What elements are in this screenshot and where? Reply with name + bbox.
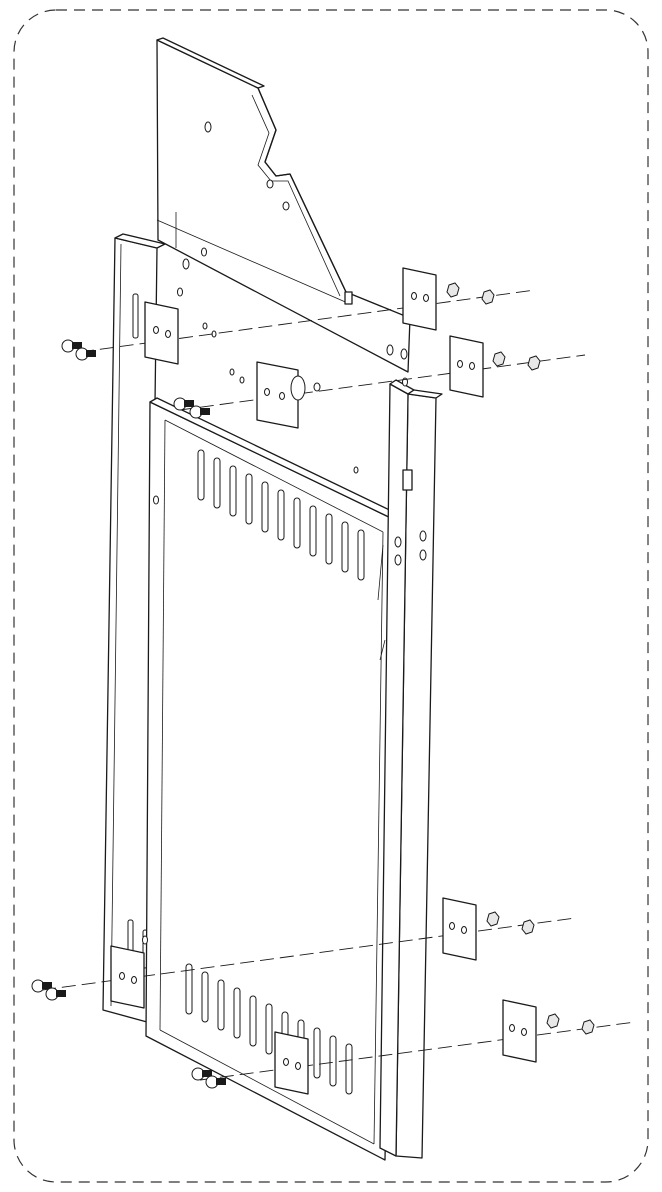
main-vented-panel — [142, 397, 403, 1161]
hex-nut — [521, 919, 535, 935]
hex-bolt — [31, 979, 52, 993]
mounting-plate — [502, 999, 537, 1063]
hex-bolt — [205, 1075, 226, 1089]
mounting-plate — [274, 1031, 309, 1095]
hex-bolt — [75, 347, 96, 361]
right-channel-rail — [379, 377, 443, 1159]
hex-nut — [446, 282, 460, 298]
mounting-plate — [402, 267, 437, 331]
hex-nut — [481, 289, 495, 305]
hex-bolt — [189, 405, 210, 419]
hex-bolt-group — [31, 339, 226, 1089]
mounting-plate-group — [110, 267, 537, 1095]
mounting-plate — [256, 361, 306, 429]
vent-slots-top — [197, 449, 365, 581]
hex-nut — [546, 1013, 560, 1029]
hex-nut — [527, 355, 541, 371]
hex-bolt — [45, 987, 66, 1001]
mounting-plate — [442, 897, 477, 961]
hex-nut — [492, 351, 506, 367]
mounting-plate — [449, 335, 484, 398]
mounting-plate — [110, 945, 145, 1009]
hex-nut-group — [446, 282, 595, 1035]
hex-nut — [581, 1019, 595, 1035]
hex-bolt — [191, 1067, 212, 1081]
hex-bolt — [61, 339, 82, 353]
mounting-plate — [144, 301, 179, 365]
hex-nut — [486, 911, 500, 927]
hex-bolt — [173, 397, 194, 411]
angled-top-panel — [156, 37, 411, 508]
dashed-border — [13, 9, 649, 1183]
